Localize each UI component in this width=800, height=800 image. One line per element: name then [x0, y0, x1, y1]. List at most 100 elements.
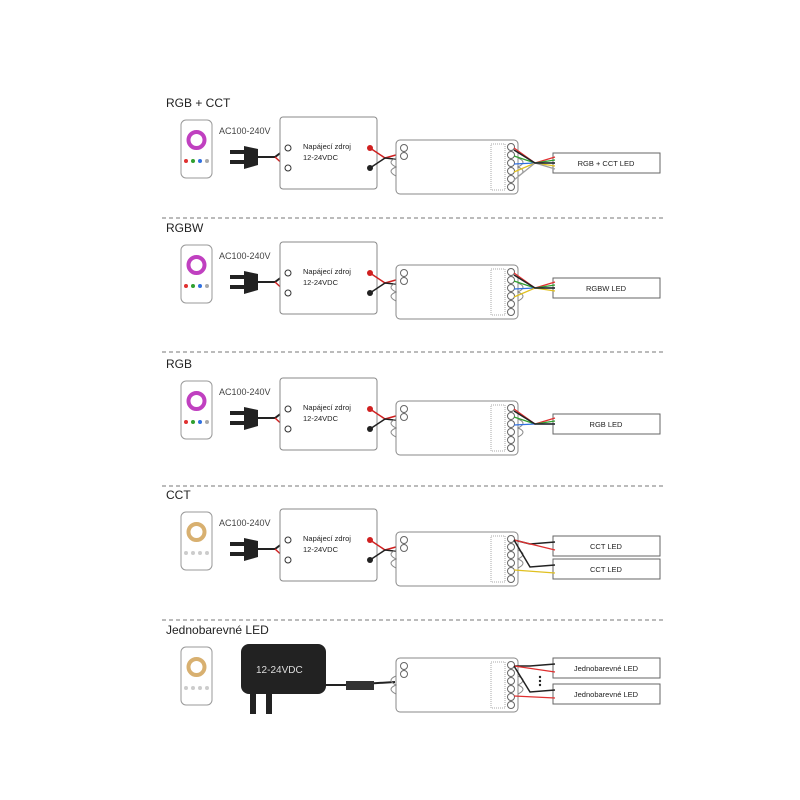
input-terminal: [400, 544, 408, 552]
terminal: [284, 536, 292, 544]
output-terminal: [507, 151, 515, 159]
led-controller: [390, 264, 524, 320]
remote-button: [205, 159, 209, 163]
terminal: [284, 144, 292, 152]
output-terminal: [507, 292, 515, 300]
remote-button: [198, 420, 202, 424]
output-terminal: [507, 143, 515, 151]
remote-control-icon: [180, 646, 213, 706]
input-terminal: [400, 670, 408, 678]
led-strip: Jednobarevné LED: [513, 665, 661, 705]
led-wire-common: [513, 410, 555, 425]
ac-plug-icon: [230, 407, 288, 430]
section-title: RGBW: [166, 221, 204, 235]
mount-tab: [390, 157, 398, 177]
remote-button: [191, 284, 195, 288]
output-terminal: [507, 175, 515, 183]
psu-voltage: 12-24VDC: [303, 545, 339, 554]
output-terminal: [507, 701, 515, 709]
plug-prong: [230, 160, 244, 164]
output-terminal: [507, 167, 515, 175]
remote-button: [191, 686, 195, 690]
psu-voltage: 12-24VDC: [303, 153, 339, 162]
plug-prong: [230, 552, 244, 556]
remote-button: [205, 686, 209, 690]
output-terminal: [507, 404, 515, 412]
remote-button: [184, 284, 188, 288]
led-strip-outline: [552, 535, 661, 557]
led-controller: [390, 531, 524, 587]
led-wire-common: [513, 149, 555, 164]
adapter-label: 12-24VDC: [256, 665, 303, 676]
adapter-body: [241, 644, 326, 694]
remote-button: [191, 420, 195, 424]
output-terminal: [507, 551, 515, 559]
terminal: [284, 556, 292, 564]
output-terminal: [507, 685, 515, 693]
led-strip: RGB + CCT LED: [513, 147, 661, 181]
remote-control-icon: [180, 119, 213, 179]
led-wire-common: [513, 274, 555, 289]
led-controller: [390, 400, 524, 456]
power-supply-box: Napájecí zdroj 12-24VDC: [279, 508, 404, 582]
led-strip-label: Jednobarevné LED: [574, 664, 639, 673]
remote-button: [205, 284, 209, 288]
ac-plug-icon: [230, 538, 288, 561]
plug-body: [244, 146, 258, 169]
led-wire-common: [513, 665, 556, 693]
output-terminal: [507, 268, 515, 276]
output-terminal: [507, 308, 515, 316]
adapter-prong: [250, 692, 256, 714]
led-wire: [513, 539, 556, 551]
remote-button: [205, 420, 209, 424]
led-strip: RGBW LED: [513, 272, 661, 299]
psu-label: Napájecí zdroj: [303, 403, 351, 412]
color-wheel: [186, 130, 207, 150]
dc-cable: [326, 681, 396, 686]
output-terminal: [507, 428, 515, 436]
remote-button: [198, 551, 202, 555]
color-wheel: [186, 522, 207, 542]
led-wire: [513, 695, 556, 699]
led-strip-outline: [552, 657, 661, 679]
output-terminal: [507, 183, 515, 191]
output-terminal: [507, 420, 515, 428]
mount-tab: [390, 282, 398, 302]
output-terminal: [507, 436, 515, 444]
led-strip-label: Jednobarevné LED: [574, 690, 639, 699]
color-wheel: [186, 391, 207, 411]
section-title: RGB + CCT: [166, 96, 231, 110]
plug-prong: [230, 411, 244, 415]
output-terminal: [507, 567, 515, 575]
led-strip-label: RGB LED: [590, 420, 624, 429]
mount-tab: [390, 418, 398, 438]
mount-tab: [516, 418, 524, 438]
plug-prong: [230, 285, 244, 289]
led-strip: CCT LED: [513, 535, 661, 557]
led-wire-common: [514, 663, 556, 667]
controller-outline: [395, 264, 519, 320]
psu-label: Napájecí zdroj: [303, 534, 351, 543]
remote-button: [205, 551, 209, 555]
psu-voltage: 12-24VDC: [303, 414, 339, 423]
remote-button: [198, 284, 202, 288]
ac-plug-icon: [230, 271, 288, 294]
ac-voltage-label: AC100-240V: [219, 518, 271, 528]
dc-connector: [346, 681, 374, 690]
output-terminal: [507, 661, 515, 669]
led-strip-label: CCT LED: [590, 565, 623, 574]
plug-body: [244, 538, 258, 561]
color-wheel: [186, 657, 207, 677]
input-terminal: [400, 144, 408, 152]
output-terminal: [507, 575, 515, 583]
ellipsis-dot: [538, 683, 542, 687]
led-controller: [390, 139, 524, 195]
output-terminal: [507, 284, 515, 292]
